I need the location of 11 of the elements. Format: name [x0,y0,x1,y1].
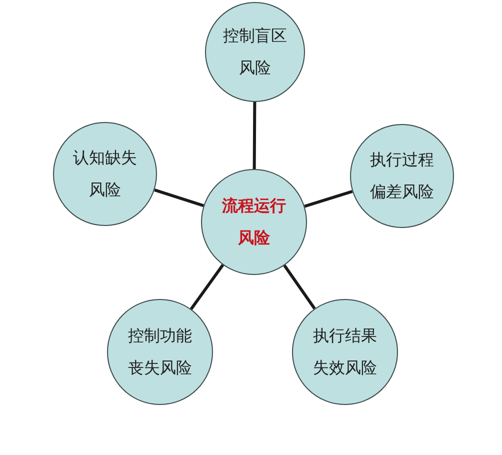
connector-line [283,264,316,310]
connector-line [190,264,224,310]
connector-line [154,188,204,208]
connector-line [304,190,353,208]
node-text: 执行结果失效风险 [312,325,378,379]
node-text: 控制功能丧失风险 [126,325,193,379]
node-text: 控制盲区风险 [222,25,288,79]
node-text: 认知缺失风险 [72,147,138,201]
node-text: 流程运行风险 [220,195,287,249]
node-text: 执行过程偏差风险 [368,149,435,203]
connector-line [252,102,256,170]
